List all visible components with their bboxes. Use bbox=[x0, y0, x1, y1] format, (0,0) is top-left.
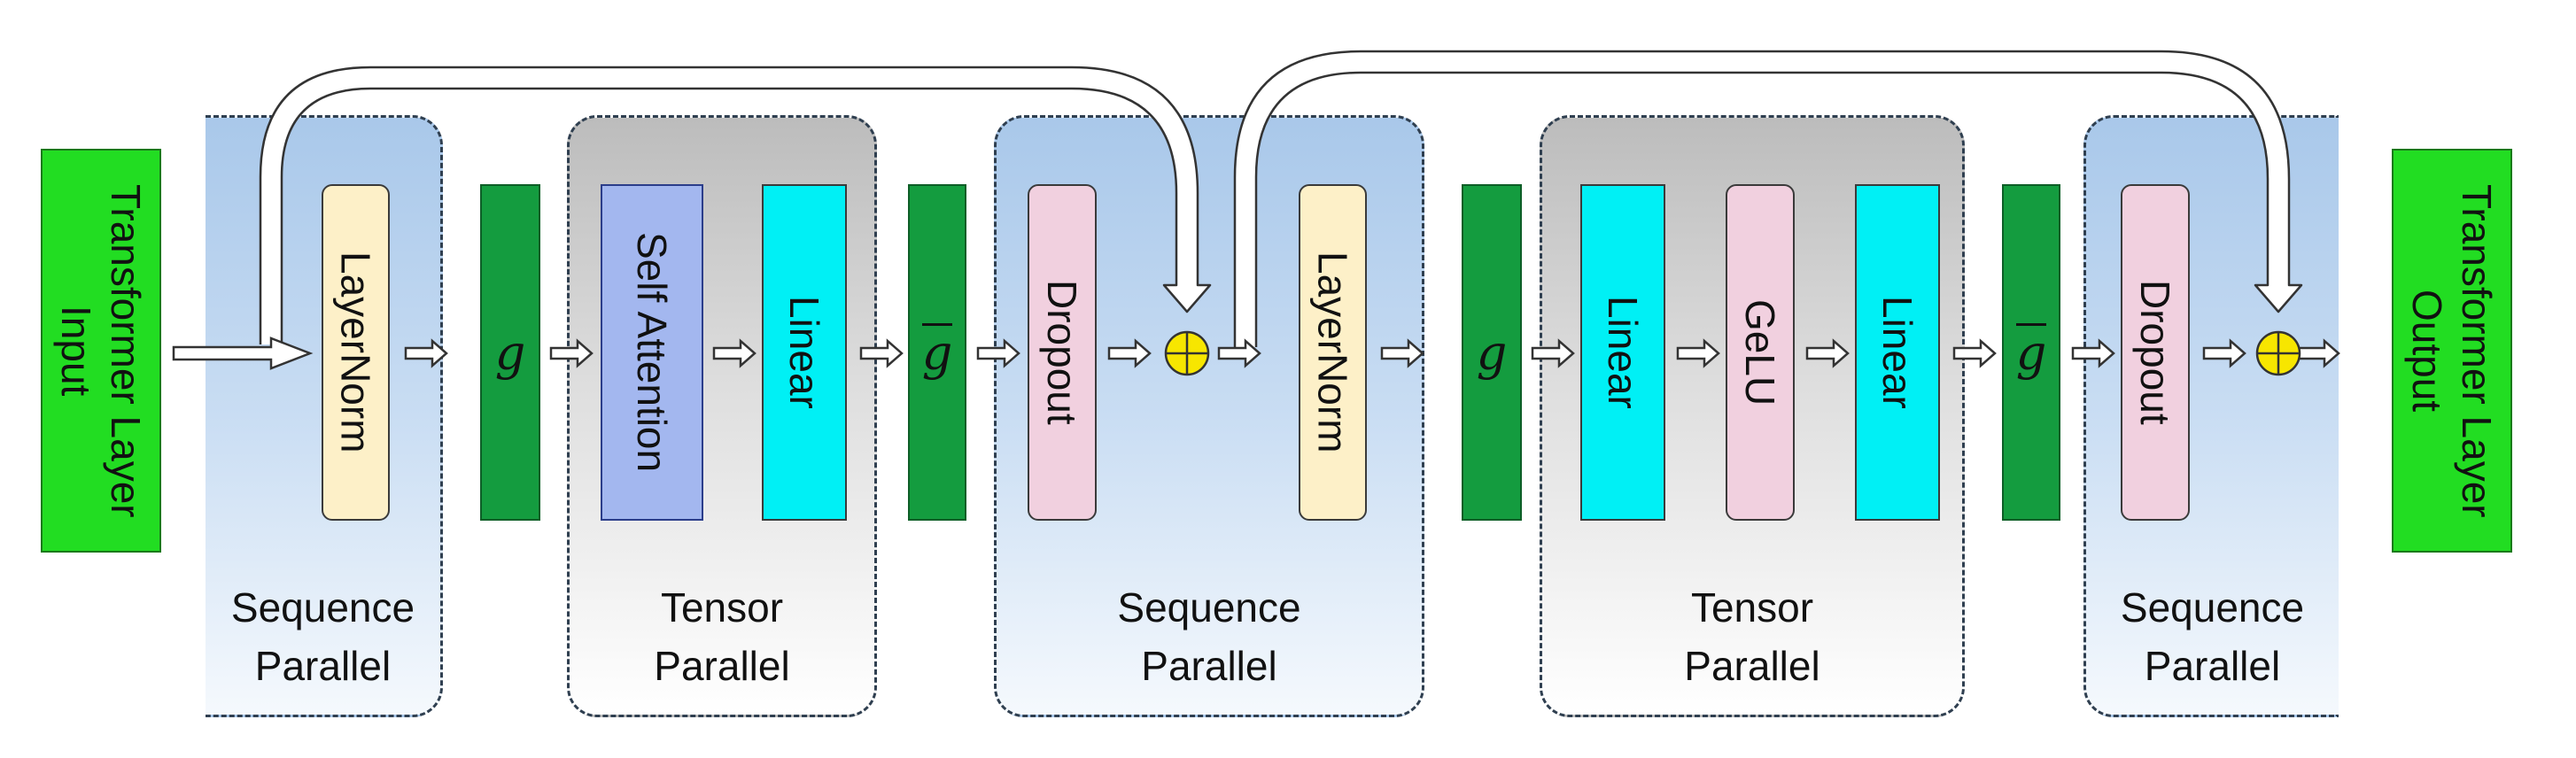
block-label: Linear bbox=[1600, 296, 1646, 409]
block-label: Dropout bbox=[2132, 280, 2178, 425]
input-label: Transformer Layer Input bbox=[53, 183, 149, 518]
g-bar-symbol: g bbox=[2015, 322, 2047, 381]
block-label: Linear bbox=[781, 296, 827, 409]
block-label: Self Attention bbox=[629, 232, 675, 473]
linear-block-3: Linear bbox=[1855, 184, 1940, 521]
g-bar-symbol: g bbox=[921, 322, 953, 381]
overline-mark bbox=[921, 322, 953, 326]
layernorm-block-2: LayerNorm bbox=[1299, 184, 1367, 521]
region-label: Sequence Parallel bbox=[230, 584, 415, 689]
linear-block-1: Linear bbox=[762, 184, 847, 521]
gelu-block: GeLU bbox=[1726, 184, 1795, 521]
overline-mark bbox=[2015, 322, 2047, 326]
g-bar-letter: g bbox=[921, 324, 953, 381]
dropout-block-1: Dropout bbox=[1028, 184, 1097, 521]
block-label: GeLU bbox=[1737, 298, 1783, 406]
layernorm-block-1: LayerNorm bbox=[322, 184, 390, 521]
g-operator-2: g bbox=[1462, 184, 1522, 521]
g-symbol: g bbox=[1476, 324, 1508, 381]
g-bar-operator-2: g bbox=[2002, 184, 2060, 521]
block-label: Dropout bbox=[1039, 280, 1085, 425]
transformer-layer-output: Transformer Layer Output bbox=[2392, 149, 2512, 553]
output-label: Transformer Layer Output bbox=[2404, 183, 2500, 518]
dropout-block-2: Dropout bbox=[2121, 184, 2190, 521]
transformer-layer-input: Transformer Layer Input bbox=[41, 149, 161, 553]
g-operator-1: g bbox=[480, 184, 540, 521]
region-label: Tensor Parallel bbox=[1684, 584, 1820, 689]
g-bar-operator-1: g bbox=[908, 184, 966, 521]
self-attention-block: Self Attention bbox=[601, 184, 703, 521]
block-label: LayerNorm bbox=[1309, 251, 1356, 453]
region-label: Sequence Parallel bbox=[1117, 584, 1301, 689]
g-symbol: g bbox=[494, 324, 526, 381]
block-label: Linear bbox=[1874, 296, 1920, 409]
block-label: LayerNorm bbox=[332, 251, 379, 453]
region-label: Tensor Parallel bbox=[654, 584, 790, 689]
g-bar-letter: g bbox=[2015, 324, 2047, 381]
region-label: Sequence Parallel bbox=[2120, 584, 2305, 689]
linear-block-2: Linear bbox=[1580, 184, 1665, 521]
